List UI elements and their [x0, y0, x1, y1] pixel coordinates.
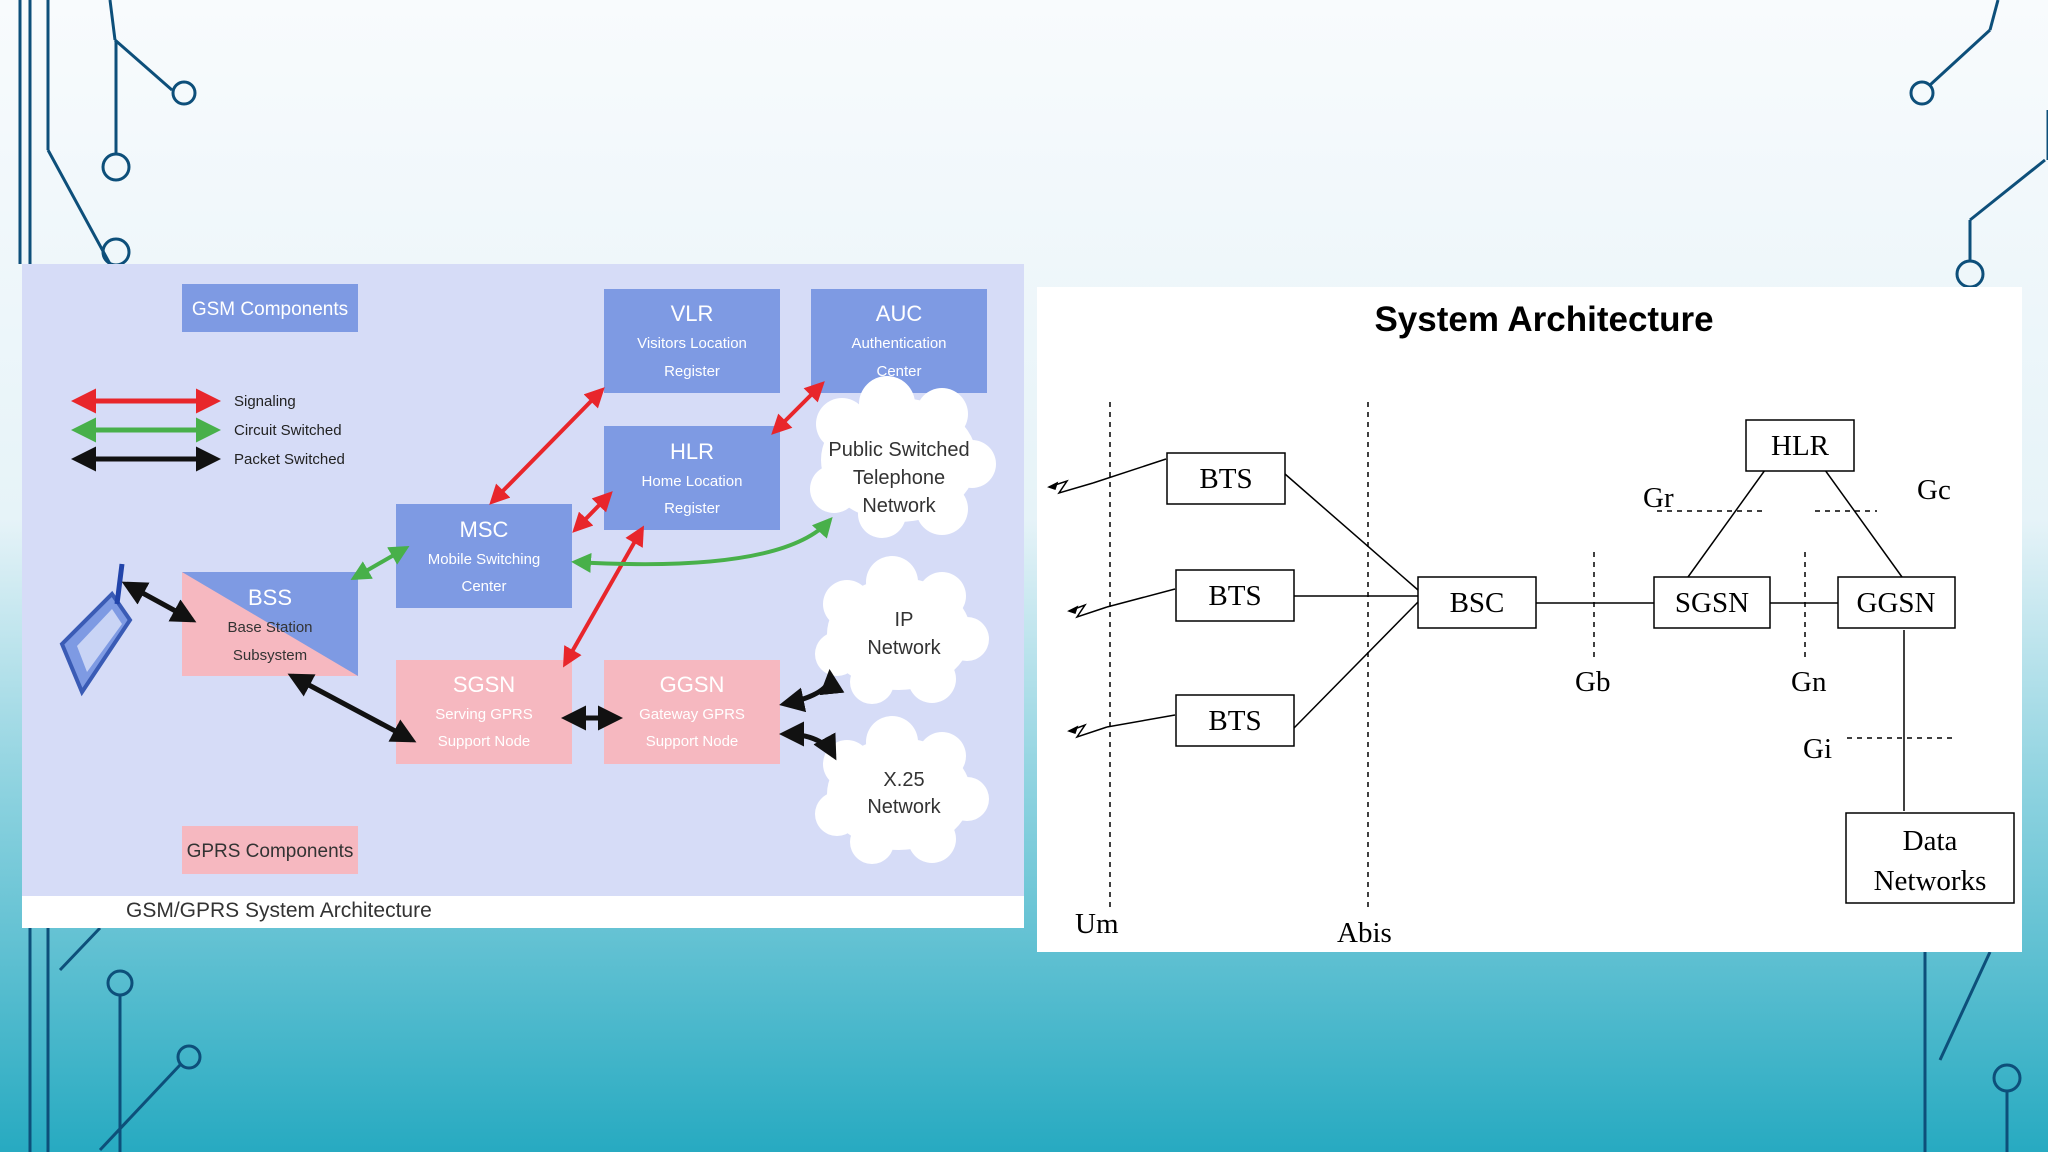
gsm-components-label: GSM Components	[192, 299, 348, 320]
bts-box-3	[1175, 694, 1295, 747]
arrow-auc-hlr	[771, 381, 825, 435]
hlr-sub-1: Home Location	[642, 473, 743, 490]
msc-box	[396, 504, 572, 608]
sgsn-box	[1653, 576, 1771, 629]
gprs-components-label-box	[182, 826, 358, 874]
msc-sub-1: Mobile Switching	[428, 551, 541, 568]
arrow-ggsn-x25	[779, 721, 837, 761]
diagram-caption: GSM/GPRS System Architecture	[126, 899, 432, 922]
interface-um-label: Um	[1075, 908, 1119, 940]
interface-gc-label: Gc	[1917, 474, 1951, 506]
x25-network-label-1: X.25	[883, 769, 924, 791]
arrow-msc-pstn	[571, 517, 833, 573]
hlr-sub-2: Register	[664, 500, 720, 517]
gsm-gprs-diagram: GSM Components Signaling Circuit Switche…	[59, 284, 996, 874]
circuit-decoration-right	[1909, 0, 2048, 1152]
gprs-components-label: GPRS Components	[187, 841, 354, 862]
system-architecture-panel: System Architecture	[1037, 287, 2022, 952]
hlr-box	[1745, 419, 1855, 472]
bss-sub-1: Base Station	[227, 619, 312, 636]
arrow-bss-sgsn	[287, 673, 417, 743]
arrow-vlr-msc	[489, 387, 605, 505]
sgsn-sub-2: Support Node	[438, 733, 531, 750]
system-architecture-diagram: System Architecture	[1047, 300, 2015, 949]
interface-gn-label: Gn	[1791, 666, 1827, 698]
pstn-label-2: Telephone	[853, 467, 945, 489]
gsm-components-label-box	[182, 284, 358, 332]
bsc-box	[1417, 576, 1537, 629]
bts-label-1: BTS	[1199, 463, 1252, 495]
bss-title: BSS	[248, 585, 292, 610]
legend-signaling-label: Signaling	[234, 393, 296, 410]
bts-label-3: BTS	[1208, 705, 1261, 737]
connection-lines	[1284, 451, 1905, 811]
pstn-label-3: Network	[862, 495, 936, 517]
bsc-label: BSC	[1450, 587, 1505, 619]
interface-gb-label: Gb	[1575, 666, 1610, 698]
legend-circuit-label: Circuit Switched	[234, 422, 342, 439]
pstn-label-1: Public Switched	[828, 439, 969, 461]
ip-network-label-2: Network	[867, 637, 941, 659]
bts-box-1	[1166, 452, 1286, 505]
ggsn-sub-1: Gateway GPRS	[639, 706, 745, 723]
arrow-phone-bss	[121, 581, 197, 623]
arrow-bss-msc	[350, 546, 410, 580]
sgsn-sub-1: Serving GPRS	[435, 706, 533, 723]
interface-gi-label: Gi	[1803, 733, 1832, 765]
legend-packet-label: Packet Switched	[234, 451, 345, 468]
ggsn-sub-2: Support Node	[646, 733, 739, 750]
x25-network-cloud	[815, 716, 989, 864]
arrow-hlr-sgsn	[563, 525, 644, 668]
msc-title: MSC	[460, 517, 509, 542]
vlr-sub-2: Register	[664, 363, 720, 380]
vlr-box	[604, 289, 780, 393]
ggsn-box	[604, 660, 780, 764]
ggsn-label: GGSN	[1857, 587, 1936, 619]
hlr-title: HLR	[670, 439, 714, 464]
ggsn-box	[1837, 576, 1956, 629]
ggsn-title: GGSN	[660, 672, 725, 697]
data-networks-label-1: Data	[1903, 825, 1958, 857]
auc-sub-1: Authentication	[851, 335, 946, 352]
arrow-ggsn-ip	[779, 669, 845, 713]
bts-box-2	[1175, 569, 1295, 622]
hlr-label: HLR	[1771, 430, 1830, 462]
antenna-icons	[1047, 458, 1176, 739]
ip-network-label-1: IP	[895, 609, 914, 631]
auc-sub-2: Center	[876, 363, 921, 380]
msc-sub-2: Center	[461, 578, 506, 595]
bts-label-2: BTS	[1208, 580, 1261, 612]
hlr-box	[604, 426, 780, 530]
ip-network-cloud	[815, 556, 989, 704]
vlr-sub-1: Visitors Location	[637, 335, 747, 352]
auc-title: AUC	[876, 301, 923, 326]
vlr-title: VLR	[671, 301, 714, 326]
gsm-gprs-diagram-panel: GSM Components Signaling Circuit Switche…	[22, 264, 1024, 928]
sgsn-box	[396, 660, 572, 764]
mobile-phone-icon	[59, 563, 133, 697]
interface-gr-label: Gr	[1643, 482, 1674, 514]
bss-sub-2: Subsystem	[233, 647, 307, 664]
auc-box	[811, 289, 987, 393]
data-networks-label-2: Networks	[1874, 865, 1987, 897]
sgsn-label: SGSN	[1675, 587, 1749, 619]
x25-network-label-2: Network	[867, 796, 941, 818]
bss-box	[182, 572, 358, 676]
pstn-cloud	[810, 376, 996, 538]
legend: Signaling Circuit Switched Packet Switch…	[71, 388, 345, 472]
left-caption-bar: GSM/GPRS System Architecture	[22, 896, 1024, 928]
sgsn-title: SGSN	[453, 672, 515, 697]
data-networks-box	[1845, 812, 2015, 904]
interface-abis-label: Abis	[1337, 917, 1392, 949]
system-architecture-title: System Architecture	[1374, 300, 1713, 339]
